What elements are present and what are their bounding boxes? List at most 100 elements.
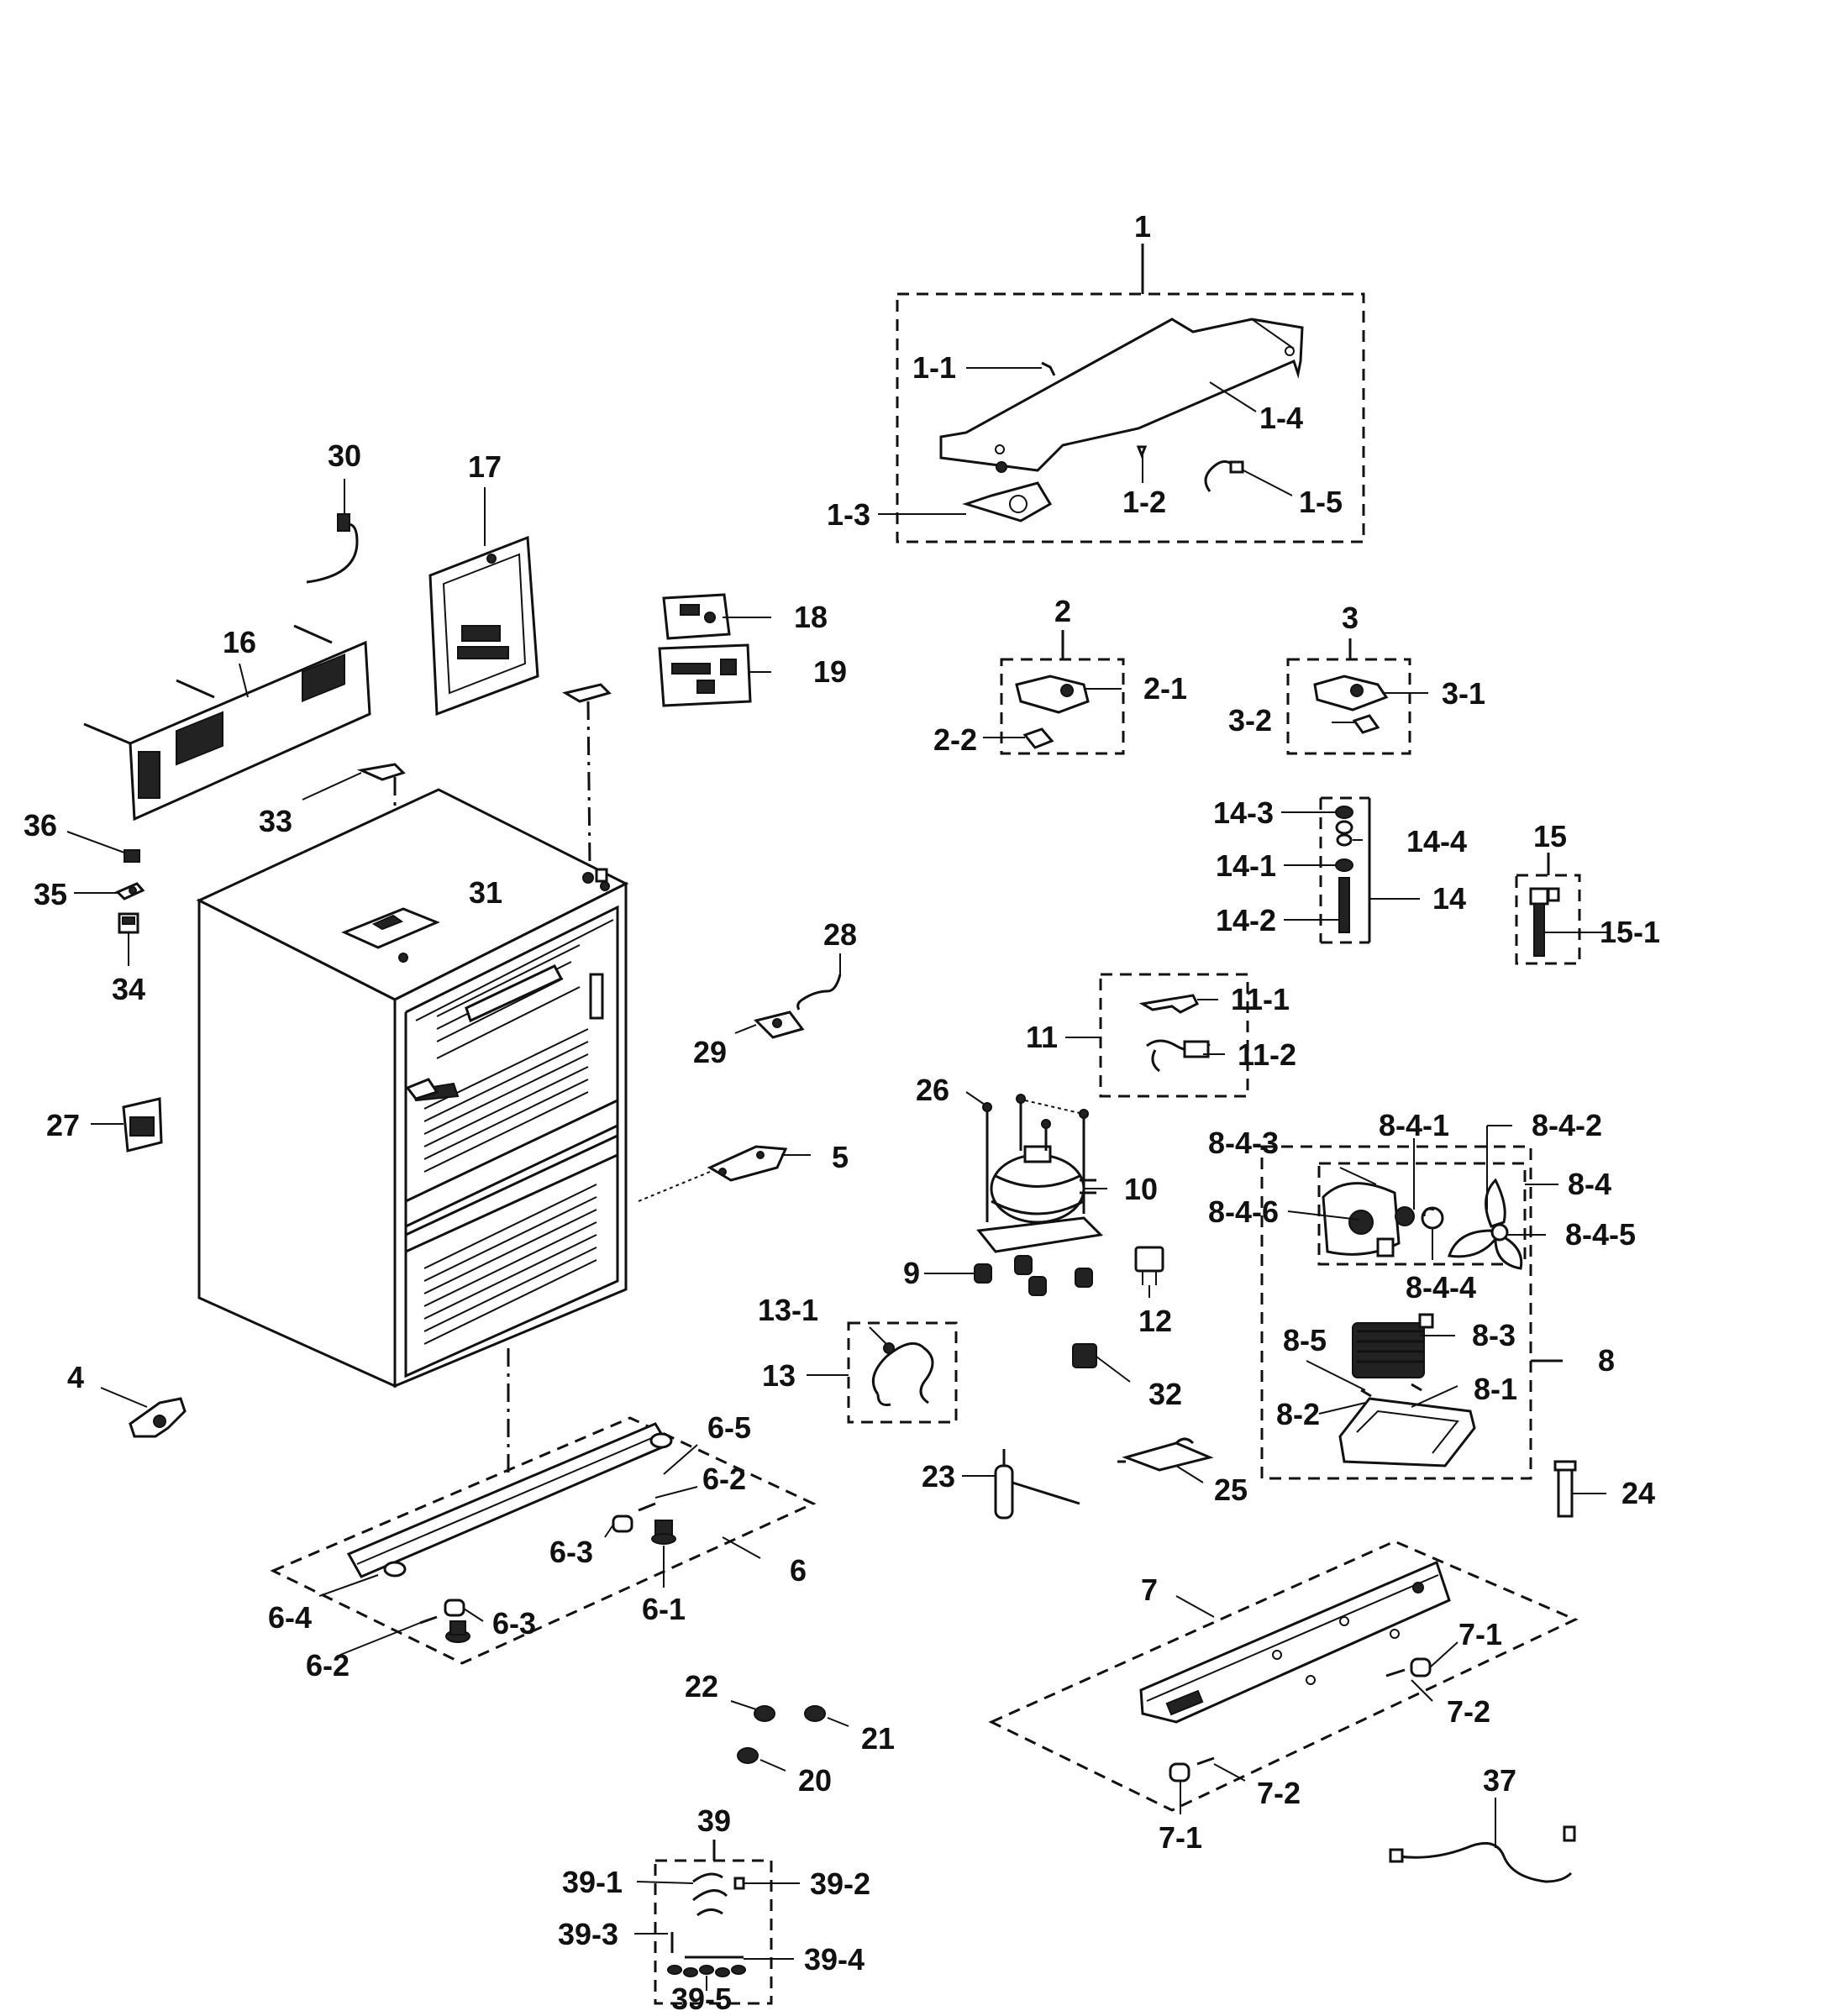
label-8-1: 8-1: [1474, 1372, 1517, 1406]
part-group-15: [1515, 853, 1609, 965]
label-1-3: 1-3: [827, 497, 870, 532]
label-9: 9: [903, 1256, 920, 1290]
part-27: [91, 1097, 163, 1152]
label-17: 17: [468, 449, 502, 484]
label-12: 12: [1138, 1304, 1172, 1338]
label-30: 30: [328, 438, 361, 473]
part-37-wire: [1389, 1798, 1576, 1883]
part-16-back-cover: [83, 624, 371, 822]
label-28: 28: [823, 917, 857, 952]
part-group-13: [807, 1321, 958, 1424]
label-6: 6: [790, 1553, 807, 1588]
part-group-7: [988, 1540, 1579, 1814]
label-4: 4: [67, 1360, 84, 1394]
cabinet: [196, 788, 629, 1389]
part-30-cord: [306, 479, 359, 584]
label-37: 37: [1483, 1763, 1516, 1798]
label-14-4: 14-4: [1406, 824, 1467, 858]
label-6-5: 6-5: [707, 1410, 751, 1445]
label-14-1: 14-1: [1216, 848, 1276, 883]
part-top-hinge-bracket: [562, 683, 612, 866]
label-25: 25: [1214, 1473, 1248, 1507]
label-2: 2: [1054, 594, 1071, 628]
label-20: 20: [798, 1763, 832, 1798]
label-35: 35: [34, 877, 67, 911]
label-8-5: 8-5: [1283, 1323, 1327, 1357]
part-22: [730, 1700, 775, 1722]
label-34: 34: [112, 972, 145, 1006]
part-23-drier: [962, 1449, 1080, 1520]
part-group-11: [1065, 973, 1249, 1098]
label-1: 1: [1134, 209, 1151, 244]
label-8-4: 8-4: [1568, 1167, 1611, 1201]
label-14: 14: [1432, 881, 1466, 916]
part-5-hinge: [638, 1145, 811, 1202]
part-25-heater: [1117, 1437, 1214, 1483]
part-20: [737, 1747, 786, 1772]
part-28-wire: [796, 953, 842, 1011]
label-1-5: 1-5: [1299, 485, 1343, 519]
compressor: [924, 1091, 1107, 1296]
label-36: 36: [24, 808, 57, 843]
part-4-hinge: [100, 1387, 187, 1438]
label-15-1: 15-1: [1600, 915, 1660, 949]
label-6-3-top: 6-3: [549, 1535, 593, 1569]
part-group-3: [1286, 638, 1428, 755]
part-17-cover: [428, 487, 539, 717]
label-8-4-1: 8-4-1: [1379, 1108, 1449, 1142]
part-19-pcb: [658, 643, 771, 707]
part-32-overload: [1072, 1343, 1131, 1383]
label-16: 16: [223, 625, 256, 659]
part-29: [734, 1011, 805, 1039]
part-24-tube: [1553, 1460, 1606, 1518]
label-24: 24: [1621, 1476, 1655, 1510]
label-19: 19: [813, 654, 847, 689]
label-10: 10: [1124, 1172, 1158, 1206]
part-group-1-leaders: [878, 367, 1293, 515]
part-labels: 1 1-1 1-4 1-3 1-2 1-5 2 2-1 2-2 3 3-1 3-…: [24, 209, 1660, 2016]
label-8-4-6: 8-4-6: [1208, 1194, 1279, 1229]
label-6-2-bottom: 6-2: [306, 1648, 350, 1683]
label-33: 33: [259, 804, 292, 838]
label-21: 21: [861, 1721, 895, 1756]
label-14-2: 14-2: [1216, 903, 1276, 937]
label-39-5: 39-5: [671, 1982, 732, 2016]
label-11-1: 11-1: [1231, 982, 1290, 1016]
label-2-2: 2-2: [933, 722, 977, 757]
label-3-1: 3-1: [1442, 676, 1485, 711]
label-1-4: 1-4: [1259, 401, 1303, 435]
label-3: 3: [1342, 601, 1359, 635]
label-5: 5: [832, 1140, 849, 1174]
label-18: 18: [794, 600, 828, 634]
label-8: 8: [1598, 1343, 1615, 1378]
label-13: 13: [762, 1358, 796, 1393]
label-23: 23: [922, 1459, 955, 1494]
label-8-4-2: 8-4-2: [1532, 1108, 1602, 1142]
label-15: 15: [1533, 819, 1567, 853]
label-39-1: 39-1: [562, 1865, 623, 1899]
label-14-3: 14-3: [1213, 795, 1274, 830]
label-11: 11: [1026, 1020, 1058, 1054]
label-1-1: 1-1: [912, 350, 956, 385]
label-32: 32: [1148, 1377, 1182, 1411]
label-7-1-bottom: 7-1: [1159, 1820, 1202, 1855]
label-27: 27: [46, 1108, 80, 1142]
label-39-3: 39-3: [558, 1917, 618, 1951]
label-26: 26: [916, 1073, 949, 1107]
part-group-2: [983, 630, 1125, 755]
label-6-4: 6-4: [268, 1600, 312, 1635]
label-8-2: 8-2: [1276, 1397, 1320, 1431]
part-12-relay: [1134, 1246, 1164, 1298]
part-35: [74, 882, 145, 900]
label-39-2: 39-2: [810, 1866, 870, 1901]
label-11-2: 11-2: [1238, 1037, 1296, 1072]
label-7-1-top: 7-1: [1458, 1617, 1502, 1651]
label-7-2-top: 7-2: [1447, 1694, 1490, 1729]
label-3-2: 3-2: [1228, 703, 1272, 738]
label-7-2-bottom: 7-2: [1257, 1776, 1301, 1810]
label-31: 31: [469, 875, 502, 910]
label-29: 29: [693, 1035, 727, 1069]
label-39-4: 39-4: [804, 1942, 865, 1977]
part-36: [66, 831, 140, 863]
part-21: [804, 1705, 849, 1727]
